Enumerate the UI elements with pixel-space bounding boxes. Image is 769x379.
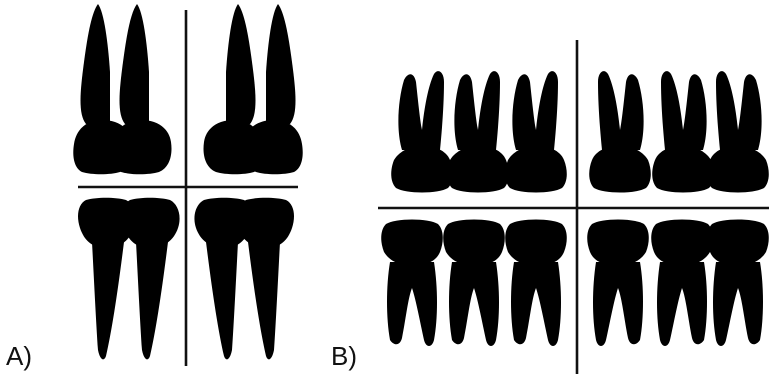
panel-a bbox=[73, 4, 302, 366]
panel-b-lower-left-molar-1 bbox=[381, 220, 443, 347]
panel-b-upper-left-molar-3 bbox=[505, 71, 567, 192]
panel-b-lower-right-molar-3 bbox=[707, 220, 769, 347]
panel-b-upper-right-molar-1 bbox=[589, 71, 651, 192]
panel-b-upper-right-molar-3 bbox=[707, 71, 769, 192]
panel-b-lower-right-molar-2 bbox=[651, 220, 713, 347]
panel-a-lower-left-premolar-2 bbox=[122, 198, 180, 360]
panel-b-lower-left-molar-2 bbox=[443, 220, 505, 347]
panel-b-upper-left-molar-2 bbox=[447, 71, 509, 192]
panel-b-lower-left-molar-3 bbox=[505, 220, 567, 347]
panel-b-lower-right-molar-1 bbox=[587, 220, 649, 347]
panel-a-lower-right-premolar-2 bbox=[236, 198, 294, 360]
panel-b-upper-right-molar-2 bbox=[652, 71, 714, 192]
panel-b-upper-left-molar-1 bbox=[391, 71, 453, 192]
panel-b bbox=[378, 40, 769, 374]
panel-a-upper-left-premolar-2 bbox=[112, 4, 171, 174]
